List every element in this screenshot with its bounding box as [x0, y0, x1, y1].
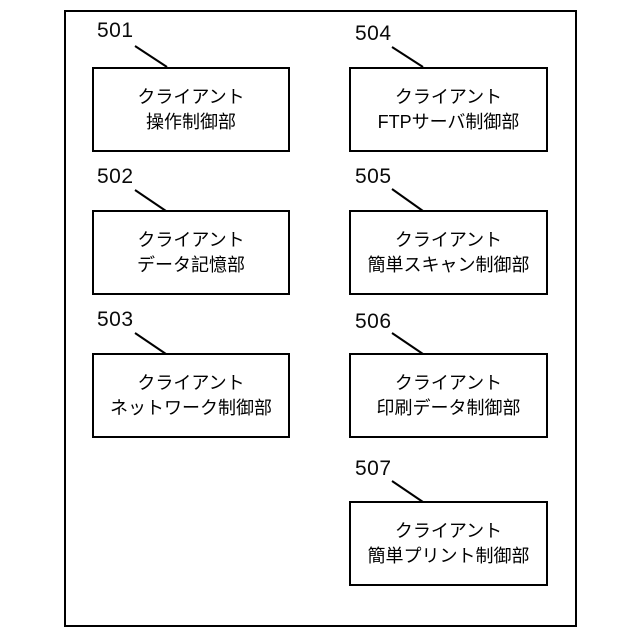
- box-text-line2: 簡単スキャン制御部: [367, 254, 530, 275]
- box-client-easy-scan-control: クライアント 簡単スキャン制御部: [349, 210, 548, 295]
- leader-line-504: [391, 46, 424, 68]
- figure-border: [64, 10, 577, 627]
- leader-line-501: [134, 45, 168, 68]
- ref-number-507: 507: [355, 457, 392, 480]
- box-client-data-storage: クライアント データ記憶部: [92, 210, 290, 295]
- ref-number-504: 504: [355, 22, 392, 45]
- leader-line-503: [134, 332, 167, 355]
- ref-number-501: 501: [97, 19, 134, 42]
- box-text-line1: クライアント: [137, 86, 245, 107]
- box-text-line1: クライアント: [137, 229, 245, 250]
- box-text-line1: クライアント: [394, 520, 503, 541]
- leader-line-505: [391, 188, 424, 212]
- box-text-line2: FTPサーバ制御部: [377, 111, 520, 132]
- ref-number-506: 506: [355, 310, 392, 333]
- box-client-easy-print-control: クライアント 簡単プリント制御部: [349, 501, 548, 586]
- box-text-line2: データ記憶部: [137, 254, 245, 275]
- ref-number-505: 505: [355, 165, 392, 188]
- box-text-line2: 印刷データ制御部: [376, 397, 521, 418]
- leader-line-506: [391, 332, 424, 355]
- box-text-line1: クライアント: [394, 229, 503, 250]
- box-text-line1: クライアント: [394, 372, 503, 393]
- box-text-line2: 操作制御部: [146, 111, 236, 132]
- box-text-line1: クライアント: [394, 86, 503, 107]
- box-text-line2: ネットワーク制御部: [110, 397, 272, 418]
- ref-number-502: 502: [97, 165, 134, 188]
- box-client-print-data-control: クライアント 印刷データ制御部: [349, 353, 548, 438]
- leader-line-507: [391, 480, 424, 503]
- ref-number-503: 503: [97, 308, 134, 331]
- box-client-ftp-server-control: クライアント FTPサーバ制御部: [349, 67, 548, 152]
- box-text-line2: 簡単プリント制御部: [367, 545, 530, 566]
- box-client-network-control: クライアント ネットワーク制御部: [92, 353, 290, 438]
- leader-line-502: [134, 189, 167, 212]
- box-text-line1: クライアント: [137, 372, 245, 393]
- box-client-operation-control: クライアント 操作制御部: [92, 67, 290, 152]
